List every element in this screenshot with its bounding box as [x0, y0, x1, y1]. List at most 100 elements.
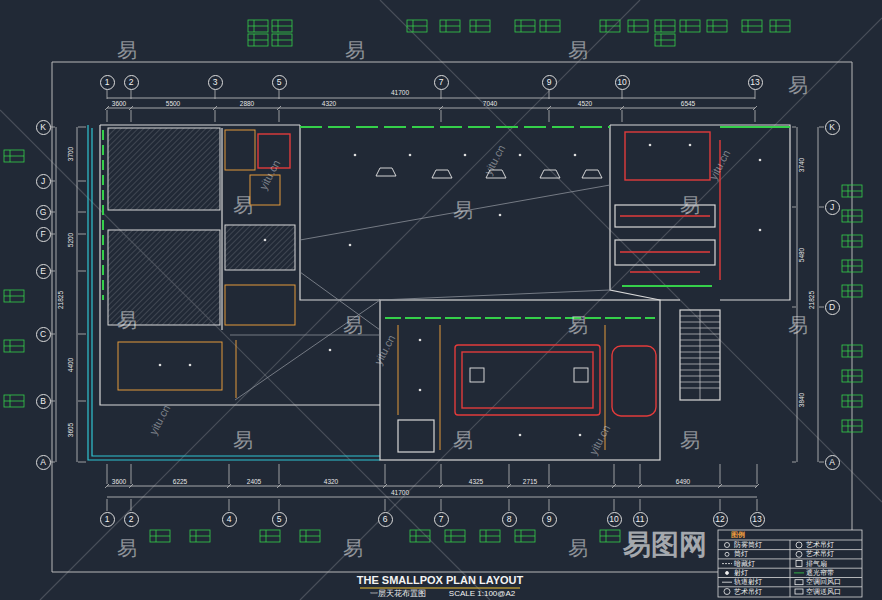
grid-bubble: 9	[542, 512, 557, 527]
watermark-lines	[0, 110, 490, 600]
legend-text: 排气扇	[806, 560, 827, 567]
green-lines	[102, 130, 104, 300]
grid-tick	[78, 401, 86, 402]
downlights	[189, 364, 192, 367]
downlights	[689, 144, 692, 147]
legend-symbols	[725, 543, 730, 548]
tag-box	[842, 351, 862, 352]
watermark-lines	[300, 18, 882, 600]
grid-tick	[107, 90, 108, 99]
tag-box	[4, 340, 24, 352]
dim-tick	[277, 106, 281, 110]
cyan-outline	[88, 125, 380, 460]
grid-tick	[792, 207, 796, 208]
watermark: 易	[453, 430, 473, 450]
legend-symbols	[722, 563, 732, 564]
grid-label: 9	[547, 78, 552, 87]
tag-box	[546, 20, 547, 32]
tag-box	[300, 536, 320, 537]
dimension-text: 4325	[469, 479, 483, 486]
watermark: 易	[117, 310, 137, 330]
grid-tick	[131, 90, 132, 99]
light-fixtures	[376, 168, 396, 176]
tag-box	[655, 40, 675, 41]
tag-box	[770, 20, 790, 32]
grid-tick	[78, 234, 86, 235]
grid-tick	[640, 464, 641, 484]
grid-tick	[720, 464, 721, 484]
grid-tick	[755, 90, 756, 99]
dimension-text: 5200	[68, 233, 75, 247]
slab-lines	[300, 185, 610, 240]
legend-symbols	[722, 542, 804, 595]
grid-tick	[792, 462, 796, 463]
grid-label: 6	[383, 515, 388, 524]
tag-box	[480, 530, 500, 542]
cyan-outline	[88, 125, 380, 460]
grid-bubble: 5	[272, 75, 287, 90]
grid-bubble: J	[36, 174, 51, 189]
grid-label: J	[41, 177, 45, 186]
legend-symbols	[724, 589, 730, 595]
tag-box	[4, 401, 24, 402]
grid-tick	[720, 499, 721, 511]
grid-tick	[107, 110, 108, 122]
walls	[100, 124, 300, 125]
hatched-rooms	[108, 128, 220, 210]
tag-box	[150, 536, 170, 537]
tag-box	[848, 420, 849, 432]
tag-box	[742, 26, 762, 27]
tag-box	[272, 26, 292, 27]
tag-box	[515, 20, 535, 32]
dim-tick	[755, 484, 759, 488]
dimension-lines	[56, 98, 818, 497]
tag-box	[634, 20, 635, 32]
grid-tick	[131, 499, 132, 511]
tag-boxes	[4, 20, 862, 542]
red-ceiling-lines	[455, 345, 600, 415]
hatched-rooms	[225, 225, 295, 270]
scale-note: SCALE 1:100@A2	[449, 590, 515, 598]
dimension-text: 6225	[173, 479, 187, 486]
green-lines	[720, 126, 790, 128]
tag-box	[515, 536, 535, 537]
dim-tick	[507, 484, 511, 488]
tag-box	[848, 395, 849, 407]
legend-text: 轨道射灯	[734, 579, 762, 586]
dimension-text: 4400	[68, 358, 75, 372]
grid-bubble: 6	[378, 512, 393, 527]
grid-label: A	[829, 458, 835, 467]
grid-tick	[622, 110, 623, 122]
watermark: 易	[568, 40, 588, 60]
grid-label: A	[40, 458, 46, 467]
grid-bubble: K	[825, 120, 840, 135]
dimension-text: 3600	[112, 479, 126, 486]
downlights	[354, 154, 357, 157]
legend-symbols	[796, 551, 802, 557]
legend-symbols	[794, 572, 804, 573]
grid-tick	[622, 90, 623, 99]
downlights	[519, 154, 522, 157]
tag-box	[842, 345, 862, 357]
grid-tick	[792, 127, 796, 128]
tag-box	[413, 20, 414, 32]
grid-label: 2	[129, 515, 134, 524]
grid-tick	[279, 464, 280, 484]
tag-box	[451, 530, 452, 542]
watermark: yitu.cn	[373, 333, 398, 366]
tag-box	[848, 210, 849, 222]
tag-box	[848, 345, 849, 357]
tag-box	[748, 20, 749, 32]
walls	[300, 125, 380, 300]
tag-box	[515, 26, 535, 27]
grid-tick	[549, 464, 550, 484]
dimension-text: 21825	[809, 291, 816, 309]
tag-box	[770, 26, 790, 27]
grid-bubble: 7	[434, 512, 449, 527]
red-ceiling-lines	[258, 132, 720, 416]
dimension-text: 3840	[799, 393, 806, 407]
tag-box	[540, 20, 560, 32]
walls	[380, 300, 660, 460]
legend-symbols	[796, 542, 802, 548]
